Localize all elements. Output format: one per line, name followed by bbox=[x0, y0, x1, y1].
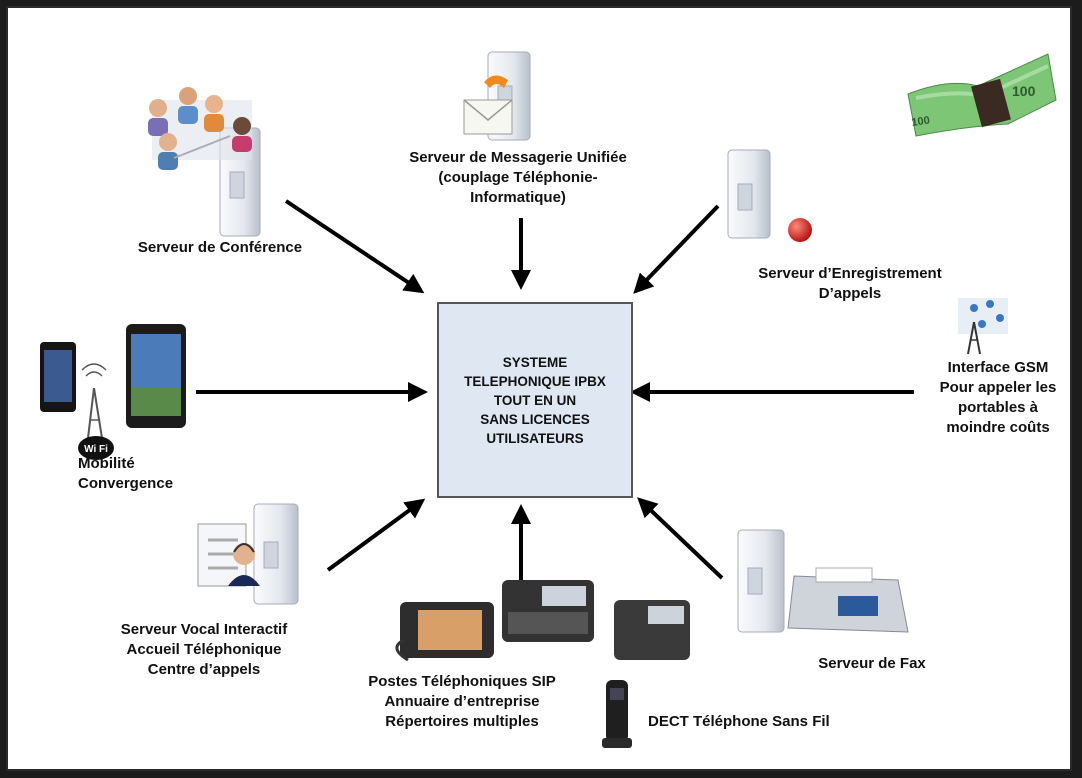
desk-phones-icon bbox=[395, 580, 690, 662]
svg-text:100: 100 bbox=[911, 115, 931, 129]
arrow-from-enregistrement bbox=[633, 204, 720, 294]
diagram-frame: 100 100 Wi Fi bbox=[6, 6, 1072, 771]
vocal-server-icon bbox=[197, 503, 299, 605]
conference-server-icon bbox=[148, 87, 261, 237]
banknote-text: 100 bbox=[1012, 83, 1036, 99]
diagram-canvas: 100 100 Wi Fi bbox=[40, 51, 1057, 748]
label-conference: Serveur de Conférence bbox=[137, 239, 303, 256]
enregistrement-server-icon bbox=[727, 149, 812, 242]
wifi-badge-icon bbox=[78, 436, 114, 460]
arrows bbox=[196, 199, 914, 584]
ipbx-central-label: SYSTEME TELEPHONIQUE IPBX TOUT EN UN SAN… bbox=[464, 354, 606, 446]
label-mobilite: Mobilité Convergence bbox=[78, 455, 174, 492]
record-dot-icon bbox=[788, 218, 812, 242]
ipbx-central-box: SYSTEME TELEPHONIQUE IPBX TOUT EN UN SAN… bbox=[437, 302, 633, 498]
messagerie-server-icon bbox=[463, 51, 531, 141]
banknote-icon: 100 100 bbox=[907, 53, 1057, 137]
label-dect: DECT Téléphone Sans Fil bbox=[648, 713, 830, 730]
wifi-badge-text: Wi Fi bbox=[84, 444, 108, 455]
label-messagerie: Serveur de Messagerie Unifiée (couplage … bbox=[409, 149, 627, 206]
fax-server-icon bbox=[737, 529, 909, 633]
arrow-from-vocal bbox=[326, 498, 426, 572]
arrow-from-fax bbox=[637, 497, 724, 580]
gsm-antenna-icon bbox=[958, 298, 1008, 355]
label-fax: Serveur de Fax bbox=[818, 655, 926, 672]
arrow-from-conference bbox=[284, 199, 425, 294]
label-gsm: Interface GSM Pour appeler les portables… bbox=[939, 359, 1057, 436]
dect-handset-icon bbox=[602, 680, 632, 748]
label-postes: Postes Téléphoniques SIP Annuaire d’entr… bbox=[368, 673, 556, 730]
label-vocal: Serveur Vocal Interactif Accueil Télépho… bbox=[120, 621, 288, 678]
mobile-devices-icon: Wi Fi bbox=[40, 324, 186, 460]
label-enregistrement: Serveur d’Enregistrement D’appels bbox=[758, 265, 942, 302]
